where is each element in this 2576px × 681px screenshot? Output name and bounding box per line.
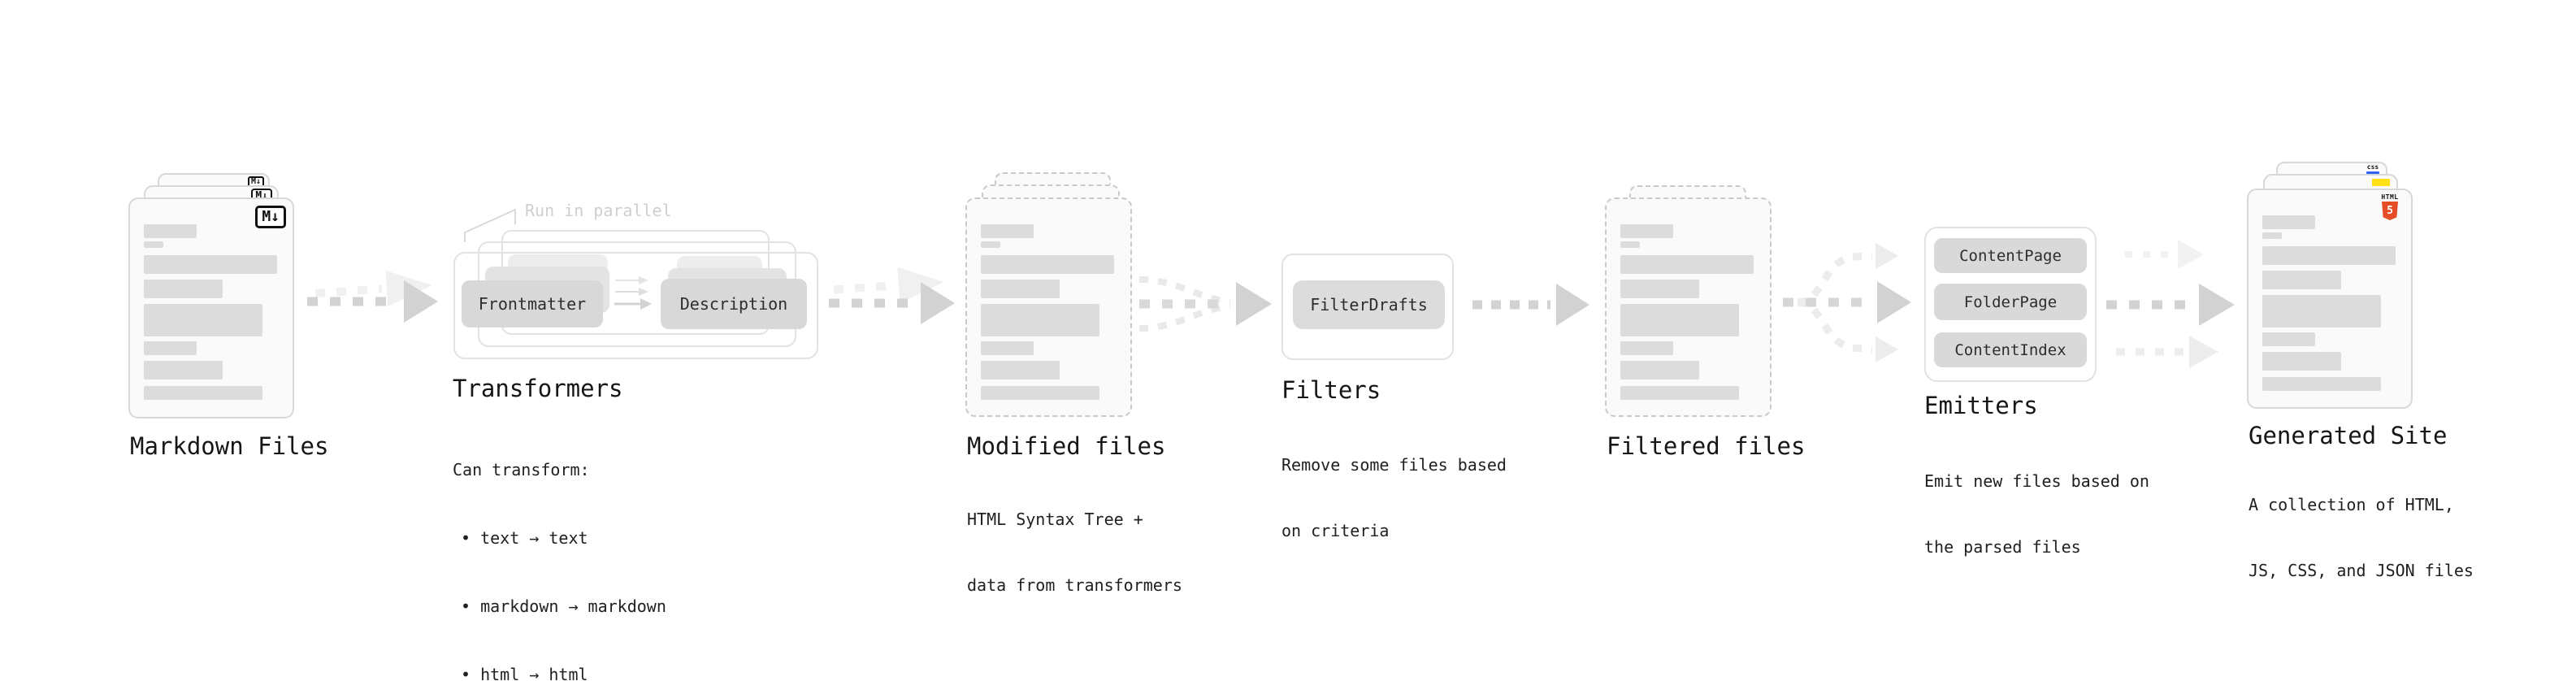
generated-site-description: A collection of HTML, JS, CSS, and JSON …	[2249, 450, 2474, 626]
filters-desc-line: on criteria	[1281, 521, 1390, 540]
doc-text-line	[981, 341, 1034, 355]
doc-text-line	[2262, 377, 2381, 391]
arrow-filtered-to-emitters	[1783, 281, 1911, 323]
transformer-chip-arrow-mid	[615, 288, 648, 296]
transformers-label: Transformers	[453, 375, 623, 402]
doc-text-line	[1620, 241, 1640, 248]
arrow-markdown-to-transformers	[307, 280, 438, 323]
filters-box	[1281, 254, 1454, 360]
css-icon-text: css	[2366, 163, 2379, 171]
doc-text-line	[1620, 280, 1699, 298]
transformer-chip-arrow-front	[614, 298, 652, 310]
site-desc-line: JS, CSS, and JSON files	[2249, 561, 2474, 580]
doc-text-line	[1620, 386, 1739, 400]
doc-text-line	[2262, 246, 2396, 265]
doc-text-line	[144, 241, 163, 248]
doc-text-line	[2262, 352, 2341, 371]
doc-text-line	[981, 280, 1060, 298]
modified-desc-line: HTML Syntax Tree +	[967, 510, 1143, 529]
arrow-modified-to-filters-merge-bottom	[1138, 303, 1231, 332]
doc-text-line	[144, 224, 197, 238]
doc-text-line	[144, 341, 197, 355]
arrow-modified-to-filters-merge-top	[1138, 276, 1231, 305]
transformer-chip-frontmatter: Frontmatter	[462, 280, 603, 327]
doc-text-line	[981, 224, 1034, 238]
arrow-filters-to-filtered	[1472, 284, 1589, 326]
html5-icon-word: HTML	[2381, 193, 2399, 201]
js-file-icon	[2372, 179, 2390, 186]
html5-icon-shield: 5	[2382, 202, 2398, 220]
filters-description: Remove some files based on criteria	[1281, 410, 1507, 586]
emitter-chip-contentindex: ContentIndex	[1934, 332, 2087, 367]
transformer-layer-front	[453, 252, 818, 359]
emitters-label: Emitters	[1924, 392, 2038, 419]
generated-site-label: Generated Site	[2249, 422, 2448, 449]
transformers-desc-heading: Can transform:	[453, 460, 590, 479]
transformer-chip-description: Description	[661, 279, 807, 329]
markdown-files-label: Markdown Files	[130, 432, 329, 460]
doc-text-line	[1620, 361, 1699, 380]
run-in-parallel-leader-line	[464, 208, 516, 242]
filtered-files-label: Filtered files	[1607, 432, 1806, 460]
site-file-card-front: HTML 5	[2247, 189, 2413, 409]
doc-text-line	[144, 255, 277, 274]
doc-text-line	[2262, 332, 2315, 346]
emitter-chip-contentpage: ContentPage	[1934, 238, 2087, 273]
doc-text-line	[1620, 304, 1739, 336]
doc-text-line	[981, 361, 1060, 380]
filter-chip-filterdrafts: FilterDrafts	[1293, 280, 1445, 329]
modified-files-label: Modified files	[967, 432, 1166, 460]
site-desc-line: A collection of HTML,	[2249, 495, 2454, 514]
transformers-bullet: • html → html	[461, 665, 588, 681]
emitters-desc-line: Emit new files based on	[1924, 471, 2149, 491]
html5-icon: HTML 5	[2381, 194, 2399, 220]
emitters-desc-line: the parsed files	[1924, 537, 2081, 557]
doc-text-line	[2262, 232, 2282, 239]
arrow-emitters-to-site-middle	[2106, 284, 2235, 326]
doc-text-line	[2262, 215, 2315, 229]
doc-text-line	[144, 386, 262, 400]
doc-text-line	[2262, 271, 2341, 289]
doc-text-line	[2262, 295, 2381, 327]
doc-text-line	[981, 386, 1099, 400]
modified-files-description: HTML Syntax Tree + data from transformer…	[967, 465, 1182, 640]
doc-text-line	[144, 280, 223, 298]
doc-text-line	[1620, 341, 1673, 355]
doc-text-line	[981, 304, 1099, 336]
filters-desc-line: Remove some files based	[1281, 455, 1507, 475]
filters-label: Filters	[1281, 376, 1381, 404]
doc-text-line	[981, 255, 1114, 274]
markdown-icon: M↓	[255, 206, 286, 228]
css-file-icon: css	[2366, 164, 2379, 174]
doc-text-line	[1620, 224, 1673, 238]
doc-text-line	[144, 361, 223, 380]
filtered-file-card-front	[1605, 197, 1772, 417]
html5-icon-number: 5	[2387, 205, 2393, 217]
emitter-chip-folderpage: FolderPage	[1934, 284, 2087, 320]
arrow-emitters-to-site-bottom	[2116, 336, 2218, 368]
arrow-transformers-to-modified	[829, 282, 955, 324]
emitters-box	[1924, 227, 2097, 382]
transformers-description: Can transform: • text → text • markdown …	[453, 413, 666, 681]
transformers-bullet: • markdown → markdown	[461, 596, 666, 616]
doc-text-line	[981, 241, 1000, 248]
modified-file-card-front	[965, 197, 1132, 417]
transformer-chip-arrow-back	[615, 276, 648, 284]
modified-desc-line: data from transformers	[967, 575, 1182, 595]
css-icon-underline	[2366, 171, 2379, 174]
transformers-bullet: • text → text	[461, 528, 588, 548]
markdown-file-card-front: M↓	[128, 197, 294, 419]
run-in-parallel-note: Run in parallel	[525, 201, 672, 220]
doc-text-line	[1620, 255, 1754, 274]
emitters-description: Emit new files based on the parsed files	[1924, 427, 2149, 602]
arrow-modified-to-filters	[1139, 282, 1272, 326]
arrow-emitters-to-site-top	[2125, 240, 2204, 269]
doc-text-line	[144, 304, 262, 336]
